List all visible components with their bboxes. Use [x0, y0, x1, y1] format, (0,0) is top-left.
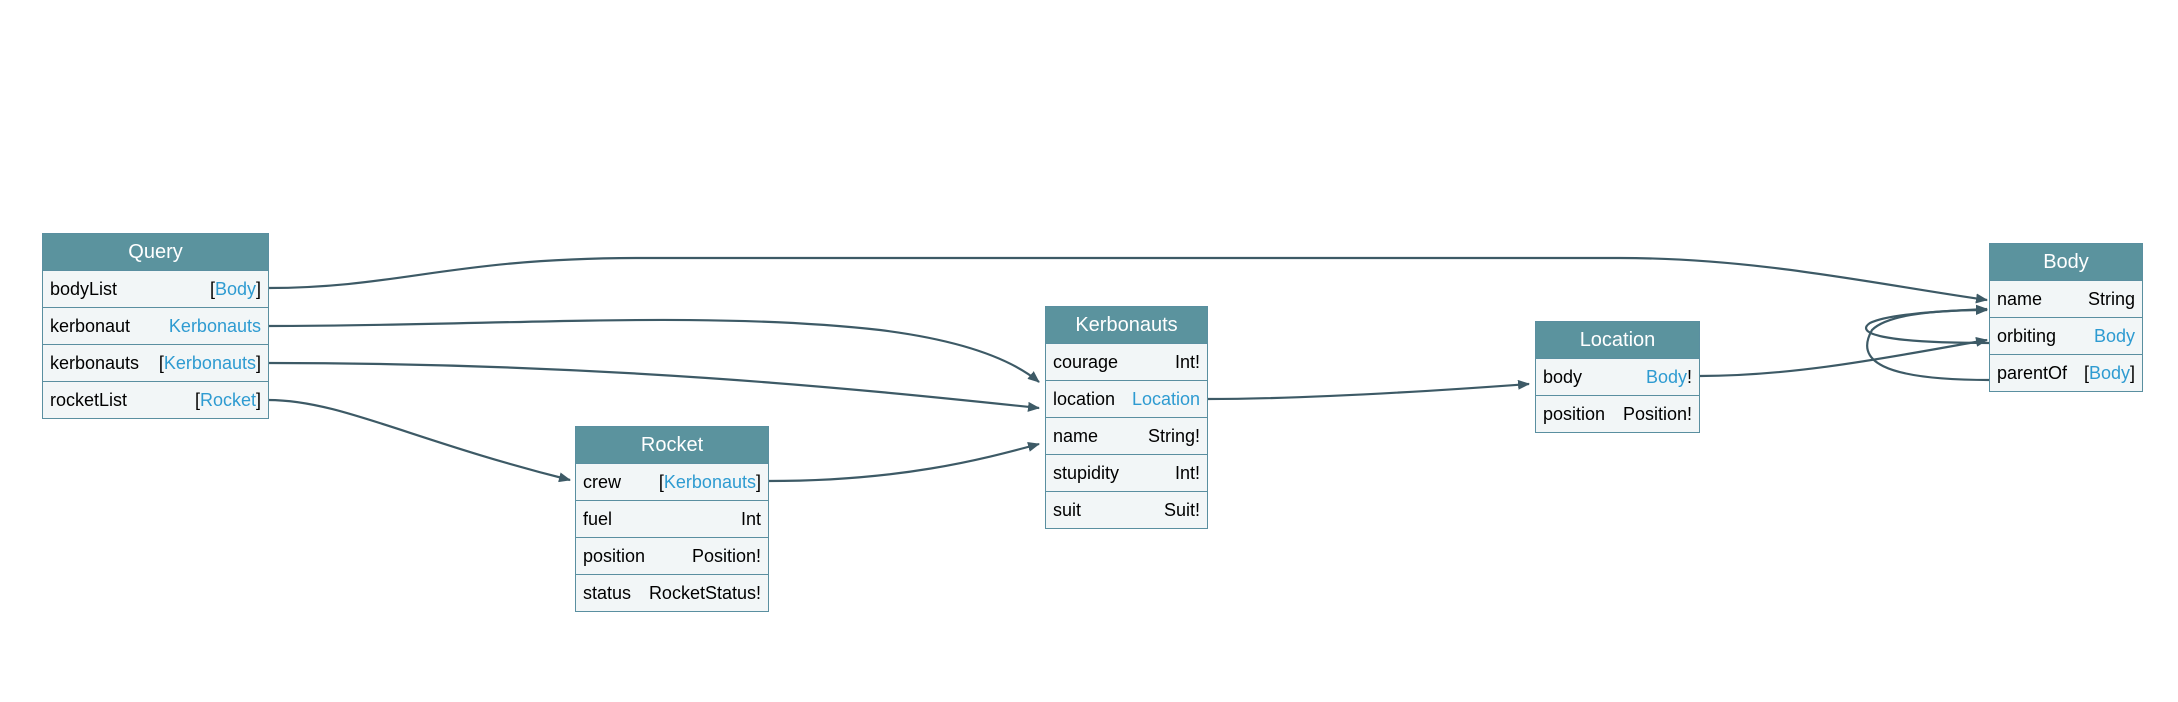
edge-query-rocketlist-to-rocket [267, 398, 571, 483]
node-title: Kerbonauts [1046, 307, 1207, 343]
field-row-crew: crew [Kerbonauts] [576, 463, 768, 500]
location-node: Location body Body! position Position! [1535, 321, 1700, 433]
type-link[interactable]: Kerbonauts [663, 471, 756, 492]
field-row-kerbonaut: kerbonaut Kerbonauts [43, 307, 268, 344]
field-name: parentOf [1997, 362, 2068, 383]
field-type: Int [740, 508, 761, 529]
type-link[interactable]: Kerbonauts [163, 352, 256, 373]
field-row-status: status RocketStatus! [576, 574, 768, 611]
edge-kerbonauts-location-to-location [1206, 379, 1530, 401]
field-name: crew [583, 471, 622, 492]
field-type: Suit! [1163, 499, 1200, 520]
edge-query-bodylist-to-body [267, 256, 1988, 304]
edge-query-kerbonaut-to-kerbonauts [267, 318, 1040, 383]
field-type: String! [1147, 425, 1200, 446]
field-name: status [583, 582, 632, 603]
type-link[interactable]: Kerbonauts [168, 315, 261, 336]
edge-body-orbiting-to-body [1864, 304, 1991, 345]
rocket-node: Rocket crew [Kerbonauts] fuel Int positi… [575, 426, 769, 612]
edge-query-kerbonauts-to-kerbonauts [267, 361, 1040, 412]
edge-body-parentof-to-body [1866, 305, 1991, 382]
type-link[interactable]: Body [1645, 366, 1687, 387]
field-row-name: name String! [1046, 417, 1207, 454]
field-type: [Rocket] [194, 389, 261, 410]
field-name: kerbonaut [50, 315, 131, 336]
type-link[interactable]: Body [2093, 325, 2135, 346]
kerbonauts-node: Kerbonauts courage Int! location Locatio… [1045, 306, 1208, 529]
field-type: Body [2094, 326, 2135, 347]
field-type: Position! [1622, 403, 1692, 424]
field-name: kerbonauts [50, 352, 140, 373]
node-title: Query [43, 234, 268, 270]
field-name: rocketList [50, 389, 128, 410]
field-row-location: location Location [1046, 380, 1207, 417]
node-title: Location [1536, 322, 1699, 358]
field-row-orbiting: orbiting Body [1990, 317, 2142, 354]
body-node: Body name String orbiting Body parentOf … [1989, 243, 2143, 392]
field-row-parentof: parentOf [Body] [1990, 354, 2142, 391]
field-name: bodyList [50, 278, 118, 299]
field-name: orbiting [1997, 325, 2057, 346]
field-row-position: position Position! [1536, 395, 1699, 432]
field-name: fuel [583, 508, 613, 529]
field-row-suit: suit Suit! [1046, 491, 1207, 528]
field-name: stupidity [1053, 462, 1120, 483]
type-link[interactable]: Location [1131, 388, 1200, 409]
field-name: suit [1053, 499, 1082, 520]
node-title: Body [1990, 244, 2142, 280]
field-row-rocketlist: rocketList [Rocket] [43, 381, 268, 418]
field-type: String [2087, 288, 2135, 309]
field-name: position [1543, 403, 1606, 424]
type-link[interactable]: Body [214, 278, 256, 299]
node-title: Rocket [576, 427, 768, 463]
field-name: location [1053, 388, 1116, 409]
field-type: [Body] [2083, 362, 2135, 383]
field-row-stupidity: stupidity Int! [1046, 454, 1207, 491]
field-name: courage [1053, 351, 1119, 372]
field-type: Position! [691, 545, 761, 566]
edge-location-body-to-body [1699, 336, 1988, 378]
field-type: Int! [1174, 462, 1200, 483]
query-node: Query bodyList [Body] kerbonaut Kerbonau… [42, 233, 269, 419]
field-type: Body! [1645, 366, 1692, 387]
type-link[interactable]: Body [2088, 362, 2130, 383]
field-row-bodylist: bodyList [Body] [43, 270, 268, 307]
field-row-courage: courage Int! [1046, 343, 1207, 380]
field-row-fuel: fuel Int [576, 500, 768, 537]
field-type: [Body] [209, 278, 261, 299]
field-name: position [583, 545, 646, 566]
field-type: Int! [1174, 351, 1200, 372]
field-row-body: body Body! [1536, 358, 1699, 395]
edge-rocket-crew-to-kerbonauts [767, 442, 1040, 483]
field-name: body [1543, 366, 1583, 387]
field-type: [Kerbonauts] [158, 352, 261, 373]
field-type: [Kerbonauts] [658, 471, 761, 492]
field-type: Kerbonauts [169, 316, 261, 337]
field-name: name [1997, 288, 2043, 309]
field-row-position: position Position! [576, 537, 768, 574]
field-row-kerbonauts: kerbonauts [Kerbonauts] [43, 344, 268, 381]
type-link[interactable]: Rocket [199, 389, 256, 410]
field-name: name [1053, 425, 1099, 446]
field-type: RocketStatus! [648, 582, 761, 603]
field-type: Location [1132, 389, 1200, 410]
field-row-name: name String [1990, 280, 2142, 317]
